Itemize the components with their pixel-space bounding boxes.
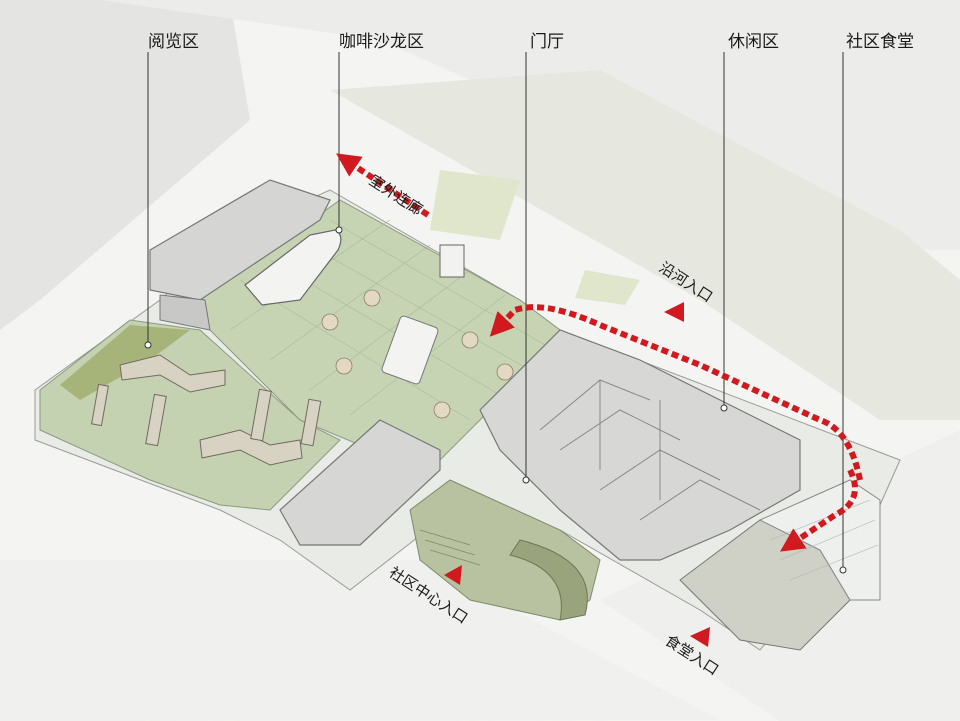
neighbor-block-left	[0, 0, 250, 330]
storage-room-1	[149, 179, 331, 301]
cafe-counter	[244, 229, 342, 306]
riverside-walk	[330, 70, 960, 420]
service-room	[279, 419, 441, 546]
label-cafe-zone: 咖啡沙龙区	[339, 32, 424, 52]
bookshelves	[91, 354, 322, 466]
leader-endpoints	[144, 226, 847, 574]
label-leisure-zone: 休闲区	[728, 32, 779, 52]
entrance-court	[409, 479, 601, 621]
label-reading-zone: 阅览区	[148, 32, 199, 52]
entrance-triangles	[444, 302, 710, 647]
planter-1	[430, 170, 520, 240]
label-canteen: 社区食堂	[846, 32, 914, 52]
curved-bench	[509, 539, 588, 621]
street-lower	[0, 560, 720, 721]
route-outdoor-corridor-arrow	[336, 153, 430, 218]
community-entrance-triangle	[444, 565, 462, 585]
route-canteen-arrow	[780, 468, 858, 552]
canteen-seating	[758, 479, 881, 601]
label-lobby: 门厅	[530, 32, 564, 52]
circulation-routes	[336, 153, 863, 552]
leisure-partitions	[539, 379, 761, 521]
cafe-tables	[321, 289, 514, 419]
route-riverside-arrow	[489, 304, 863, 481]
display-panels	[439, 244, 465, 278]
riverside-entrance-triangle	[664, 302, 684, 322]
planter-2	[575, 270, 640, 305]
leisure-block	[479, 329, 801, 561]
entrance-steps	[419, 529, 481, 566]
canteen-entrance-triangle	[690, 627, 710, 647]
leader-lines	[147, 52, 844, 570]
long-table	[381, 315, 439, 385]
storage-room-2	[159, 294, 211, 331]
reading-green-wall	[60, 325, 190, 400]
